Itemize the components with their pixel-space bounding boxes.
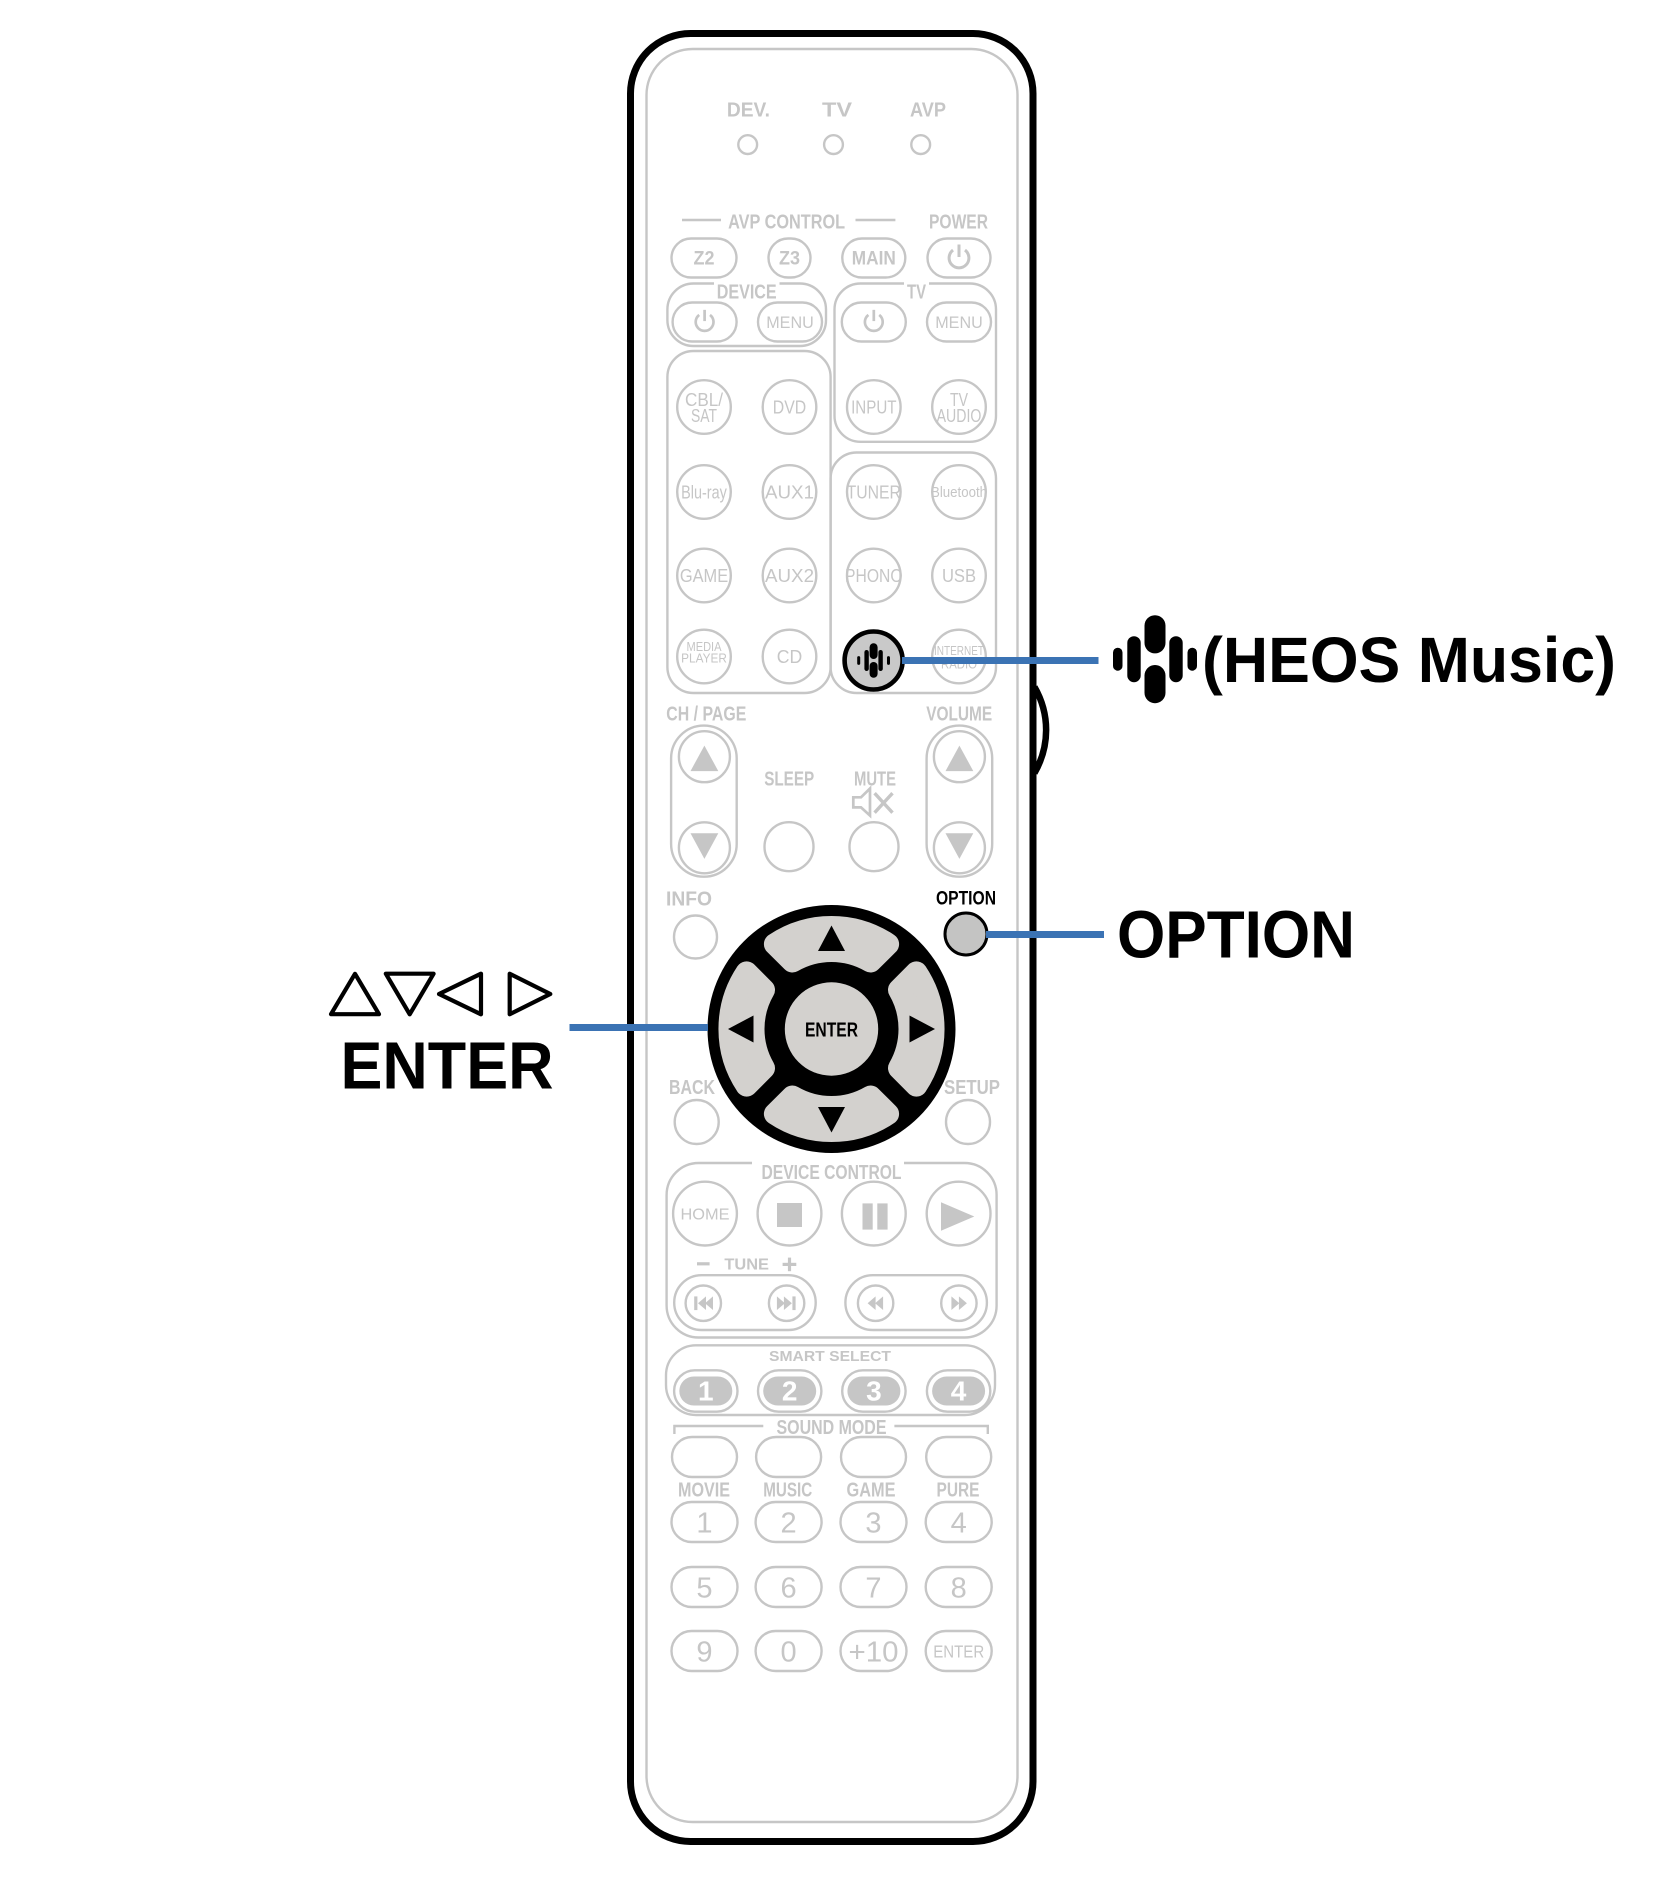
svg-text:AVP: AVP (910, 100, 946, 122)
svg-text:ENTER: ENTER (341, 1028, 554, 1103)
svg-text:SETUP: SETUP (944, 1077, 1000, 1099)
svg-text:Z3: Z3 (779, 248, 800, 270)
svg-text:5: 5 (696, 1572, 712, 1604)
svg-text:6: 6 (781, 1572, 797, 1604)
svg-text:MENU: MENU (766, 313, 814, 332)
svg-text:0: 0 (781, 1636, 797, 1668)
svg-text:CD: CD (777, 646, 803, 667)
svg-text:BACK: BACK (669, 1077, 715, 1099)
svg-text:CBL/: CBL/ (685, 389, 724, 410)
svg-text:3: 3 (866, 1376, 882, 1407)
svg-text:Bluetooth: Bluetooth (931, 485, 987, 501)
svg-text:DEV.: DEV. (727, 100, 770, 122)
svg-text:9: 9 (696, 1636, 712, 1668)
svg-text:4: 4 (951, 1507, 967, 1539)
svg-text:1: 1 (696, 1507, 712, 1539)
svg-text:1: 1 (698, 1376, 714, 1407)
svg-text:MEDIA: MEDIA (687, 639, 722, 654)
svg-text:TUNE: TUNE (724, 1257, 769, 1274)
svg-text:MOVIE: MOVIE (678, 1479, 730, 1501)
svg-text:4: 4 (951, 1376, 967, 1407)
svg-text:ENTER: ENTER (933, 1641, 984, 1661)
svg-text:AUDIO: AUDIO (937, 405, 982, 426)
svg-text:AUX2: AUX2 (765, 565, 814, 586)
svg-text:PHONO: PHONO (845, 565, 903, 586)
svg-text:SOUND MODE: SOUND MODE (777, 1417, 887, 1439)
svg-text:DVD: DVD (773, 397, 806, 418)
svg-text:3: 3 (865, 1507, 881, 1539)
svg-text:HOME: HOME (681, 1206, 730, 1223)
svg-text:TV: TV (950, 389, 969, 410)
svg-text:+10: +10 (849, 1636, 899, 1668)
svg-text:OPTION: OPTION (936, 889, 996, 910)
svg-text:8: 8 (951, 1572, 967, 1604)
svg-text:2: 2 (781, 1507, 797, 1539)
svg-text:MENU: MENU (935, 313, 983, 332)
svg-text:VOLUME: VOLUME (926, 703, 992, 725)
svg-text:PURE: PURE (937, 1479, 980, 1501)
svg-text:SMART SELECT: SMART SELECT (769, 1349, 891, 1365)
svg-text:TV: TV (907, 281, 926, 303)
svg-text:TUNER: TUNER (847, 482, 901, 503)
svg-text:GAME: GAME (847, 1479, 896, 1501)
svg-text:SAT: SAT (691, 405, 717, 426)
svg-text:AUX1: AUX1 (765, 482, 814, 503)
svg-text:(HEOS Music): (HEOS Music) (1202, 624, 1616, 696)
svg-text:CH / PAGE: CH / PAGE (666, 703, 746, 725)
svg-text:USB: USB (942, 565, 976, 586)
svg-text:PLAYER: PLAYER (681, 651, 727, 666)
svg-text:DEVICE CONTROL: DEVICE CONTROL (762, 1162, 902, 1184)
svg-text:MAIN: MAIN (852, 248, 896, 270)
svg-text:TV: TV (822, 100, 853, 122)
svg-text:INPUT: INPUT (851, 397, 896, 418)
svg-text:INTERNET: INTERNET (934, 643, 984, 658)
svg-text:7: 7 (865, 1572, 881, 1604)
svg-text:Blu-ray: Blu-ray (681, 482, 727, 503)
svg-text:OPTION: OPTION (1117, 898, 1355, 973)
svg-text:Z2: Z2 (694, 248, 715, 270)
svg-text:INFO: INFO (666, 889, 712, 911)
svg-text:MUTE: MUTE (854, 768, 896, 790)
svg-text:ENTER: ENTER (805, 1018, 858, 1041)
svg-text:2: 2 (782, 1376, 798, 1407)
svg-text:AVP CONTROL: AVP CONTROL (728, 212, 845, 234)
svg-text:DEVICE: DEVICE (717, 281, 777, 303)
svg-text:SLEEP: SLEEP (764, 768, 814, 790)
svg-text:MUSIC: MUSIC (763, 1479, 812, 1501)
svg-text:GAME: GAME (680, 565, 728, 586)
svg-text:POWER: POWER (929, 212, 988, 234)
